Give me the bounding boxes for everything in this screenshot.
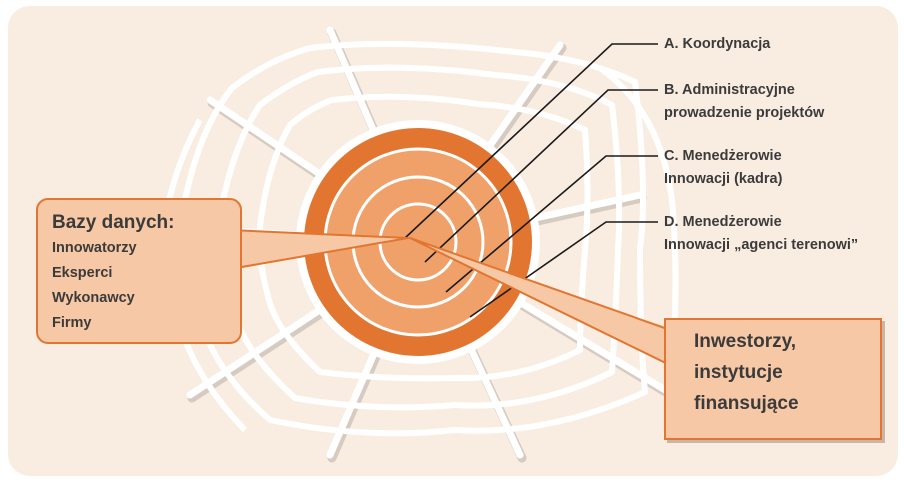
investors-line-1: Inwestorzy, — [694, 331, 797, 352]
level-label-a: A. Koordynacja — [664, 33, 770, 56]
level-label-c-line-2: Innowacji (kadra) — [664, 171, 783, 187]
leader-line-a — [404, 43, 658, 239]
level-label-d: D. Menedżerowie Innowacji „agenci tereno… — [664, 211, 858, 257]
level-label-b-line-2: prowadzenie projektów — [664, 105, 825, 121]
databases-item: Firmy — [52, 315, 92, 331]
level-label-a-line-1: A. Koordynacja — [664, 36, 771, 52]
level-label-b: B. Administracyjne prowadzenie projektów — [664, 79, 824, 125]
level-label-b-line-1: B. Administracyjne — [664, 82, 795, 98]
databases-title: Bazy danych: — [52, 212, 175, 233]
databases-item: Innowatorzy — [52, 240, 137, 256]
leader-line-b — [424, 89, 658, 263]
databases-callout: Bazy danych: Innowatorzy Eksperci Wykona… — [36, 198, 242, 344]
leader-line-c — [445, 155, 658, 293]
level-label-c-line-1: C. Menedżerowie — [664, 148, 782, 164]
databases-item: Eksperci — [52, 265, 113, 281]
databases-item: Wykonawcy — [52, 290, 135, 306]
leader-lines — [404, 43, 658, 318]
level-label-d-line-2: Innowacji „agenci terenowi” — [664, 237, 859, 253]
level-label-d-line-1: D. Menedżerowie — [664, 214, 782, 230]
investors-callout: Inwestorzy, instytucje finansujące — [664, 318, 882, 440]
investors-line-2: instytucje — [694, 362, 783, 383]
level-label-c: C. Menedżerowie Innowacji (kadra) — [664, 145, 782, 191]
investors-line-3: finansujące — [694, 393, 799, 414]
